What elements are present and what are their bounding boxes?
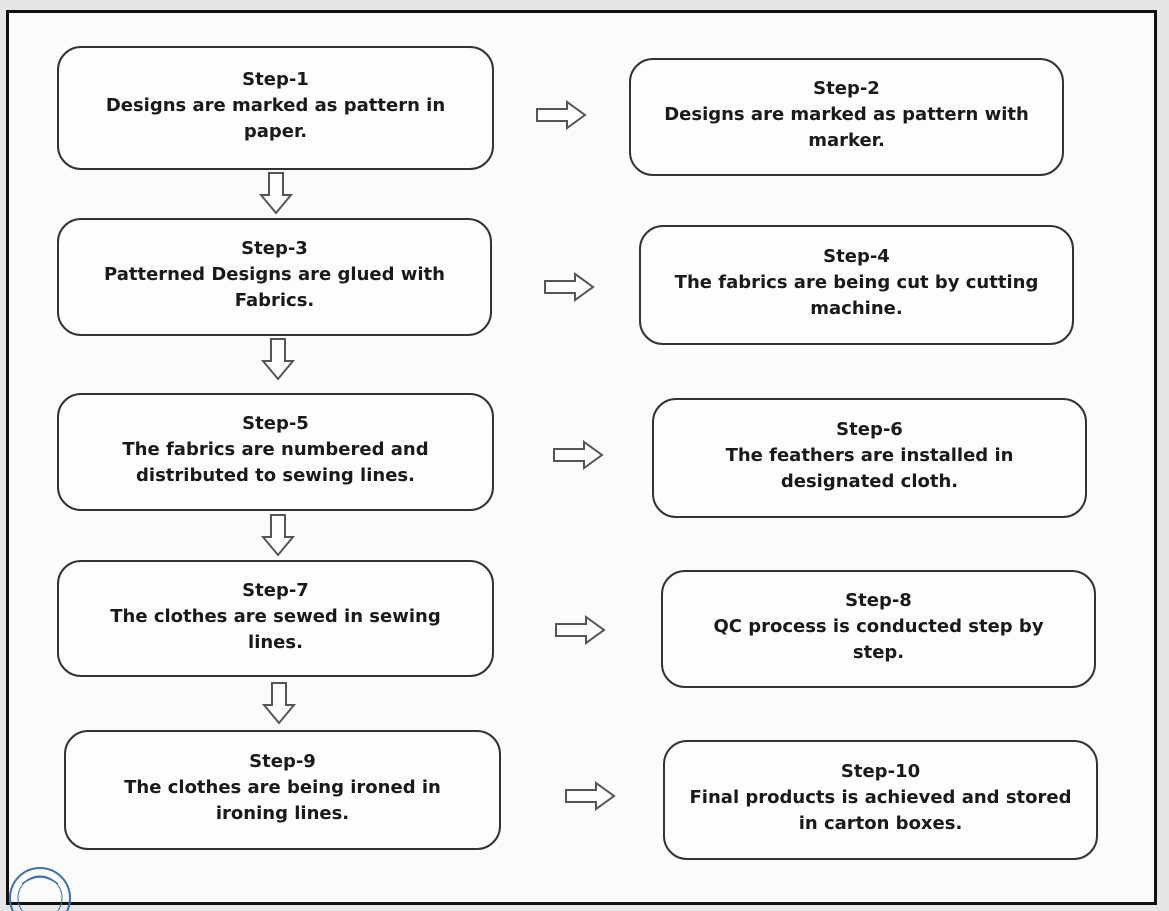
right-arrow-icon — [543, 272, 595, 302]
step-9-label: Step-9 — [249, 751, 316, 772]
step-4-box: Step-4 The fabrics are being cut by cutt… — [639, 225, 1074, 345]
step-8-text: QC process is conducted step by step. — [713, 616, 1044, 663]
step-2-text: Designs are marked as pattern with marke… — [664, 104, 1029, 151]
step-1-label: Step-1 — [242, 69, 309, 90]
down-arrow-icon — [261, 513, 295, 557]
step-7-text: The clothes are sewed in sewing lines. — [110, 605, 441, 653]
step-6-label: Step-6 — [836, 419, 903, 440]
stamp-seal-icon — [4, 862, 76, 911]
step-2-box: Step-2 Designs are marked as pattern wit… — [629, 58, 1064, 176]
step-8-label: Step-8 — [845, 590, 912, 611]
step-7-box: Step-7 The clothes are sewed in sewing l… — [57, 560, 494, 677]
down-arrow-icon — [262, 681, 296, 725]
step-5-label: Step-5 — [242, 413, 309, 434]
step-3-box: Step-3 Patterned Designs are glued with … — [57, 218, 492, 336]
step-2-label: Step-2 — [813, 78, 880, 99]
step-6-box: Step-6 The feathers are installed in des… — [652, 398, 1087, 518]
step-10-label: Step-10 — [840, 761, 921, 782]
step-6-text: The feathers are installed in designated… — [725, 445, 1014, 492]
step-4-label: Step-4 — [823, 246, 890, 267]
step-10-box: Step-10 Final products is achieved and s… — [663, 740, 1098, 860]
step-3-text: Patterned Designs are glued with Fabrics… — [104, 264, 445, 311]
right-arrow-icon — [552, 440, 604, 470]
step-9-box: Step-9 The clothes are being ironed in i… — [64, 730, 501, 850]
step-5-box: Step-5 The fabrics are numbered and dist… — [57, 393, 494, 511]
right-arrow-icon — [535, 100, 587, 130]
flowchart-sheet: Step-1 Designs are marked as pattern in … — [6, 10, 1157, 905]
step-3-label: Step-3 — [241, 238, 308, 259]
right-arrow-icon — [564, 781, 616, 811]
step-5-text: The fabrics are numbered and distributed… — [122, 439, 429, 486]
step-9-text: The clothes are being ironed in ironing … — [124, 777, 441, 824]
step-1-box: Step-1 Designs are marked as pattern in … — [57, 46, 494, 170]
down-arrow-icon — [259, 171, 293, 215]
step-10-text: Final products is achieved and stored in… — [689, 787, 1072, 834]
right-arrow-icon — [554, 615, 606, 645]
step-4-text: The fabrics are being cut by cutting mac… — [674, 272, 1039, 319]
step-8-box: Step-8 QC process is conducted step by s… — [661, 570, 1096, 688]
step-7-label: Step-7 — [242, 579, 309, 601]
step-1-text: Designs are marked as pattern in paper. — [105, 95, 446, 142]
down-arrow-icon — [261, 337, 295, 381]
